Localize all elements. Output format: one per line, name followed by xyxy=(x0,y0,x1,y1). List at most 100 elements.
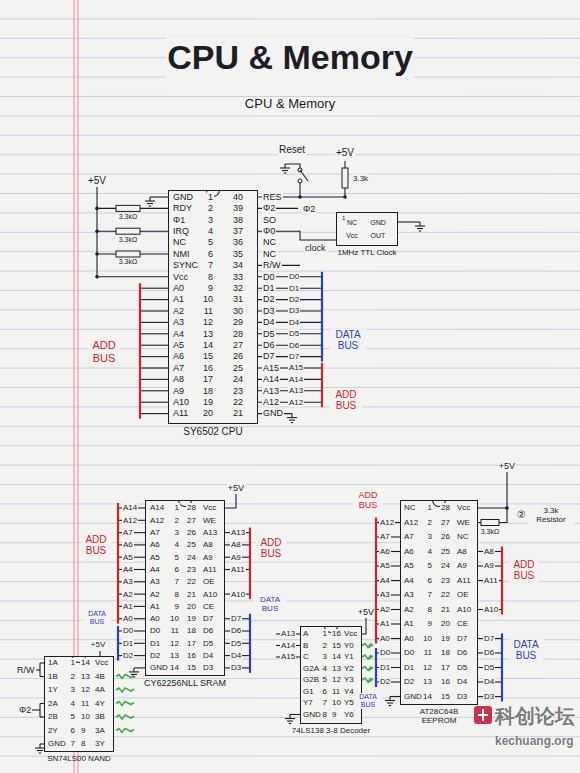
pin-label: 8 xyxy=(80,739,86,748)
pin-label: D1 xyxy=(288,284,300,293)
pin-label: A8 xyxy=(483,547,495,556)
pin-label: A7 xyxy=(172,363,185,373)
watermark-logo-mark xyxy=(478,709,488,721)
pin-label: D1 xyxy=(403,663,415,672)
pin-label: 10 xyxy=(169,614,180,623)
pin-label: 2 xyxy=(322,641,328,650)
pin-label: 24 xyxy=(440,561,451,570)
pin-label: G2A xyxy=(302,664,320,673)
pin-label: A8 xyxy=(172,374,185,384)
pin-label: 15 xyxy=(331,641,342,650)
wire xyxy=(150,196,168,197)
pin-label: A9 xyxy=(483,561,495,570)
pin-label: A8 xyxy=(456,547,468,556)
pin-label: 25 xyxy=(440,547,451,556)
pin-label: 17 xyxy=(440,663,451,672)
wire xyxy=(417,228,423,229)
pin-label: D2 xyxy=(122,651,134,660)
wire xyxy=(134,667,145,668)
pin-label: 12 xyxy=(422,663,433,672)
pin-label: R/W xyxy=(262,260,282,270)
pin-label: A14 xyxy=(262,374,280,384)
wire xyxy=(116,688,134,692)
pin-label: 7 xyxy=(207,260,214,270)
pin-label: 37 xyxy=(232,226,244,236)
wire xyxy=(375,648,377,687)
pin-label: 6 xyxy=(174,565,180,574)
pin-label: 21 xyxy=(232,408,244,418)
pin-label: A7 xyxy=(403,532,415,541)
pin-label: NC xyxy=(262,237,277,247)
pin-label: 14 xyxy=(169,663,180,672)
pin-label: A3 xyxy=(172,317,185,327)
pin-label: GND xyxy=(47,739,67,748)
pin-label: Y7 xyxy=(302,698,314,707)
wire xyxy=(321,272,323,362)
pin-label: NC xyxy=(403,503,417,512)
wire xyxy=(390,696,400,697)
pin-label: NC xyxy=(456,532,470,541)
pin-label: A8 xyxy=(230,540,242,549)
bus-label: DATA BUS xyxy=(354,693,382,709)
pin-label: D7 xyxy=(288,352,300,361)
pin-label: 2 xyxy=(70,672,76,681)
pin-label: 8 xyxy=(322,710,328,719)
pin-label: 3.3k xyxy=(352,174,369,183)
wire xyxy=(289,723,291,724)
pin-label: A6 xyxy=(379,547,391,556)
pin-label: 7 xyxy=(427,590,433,599)
pin-label: 26 xyxy=(440,532,451,541)
pin-label: 3Y xyxy=(94,739,106,748)
pin-label: A6 xyxy=(172,351,185,361)
pin-label: 1Y xyxy=(47,685,59,694)
pin-label: 1 xyxy=(207,192,214,202)
pin-label: D2 xyxy=(379,677,391,686)
wire xyxy=(117,503,119,624)
pin-label: A0 xyxy=(379,634,391,643)
pin-label: GND xyxy=(302,710,322,719)
pin-label: GND xyxy=(403,692,423,701)
pin-label: D6 xyxy=(288,341,300,350)
pin-label: D5 xyxy=(262,329,276,339)
pin-label: 4 xyxy=(174,540,180,549)
pin-label: 15 xyxy=(186,663,197,672)
pin-label: A1 xyxy=(122,602,134,611)
pin-label: 26 xyxy=(232,351,244,361)
wire xyxy=(285,718,295,719)
pin-label: D6 xyxy=(230,626,242,635)
pin-label: D7 xyxy=(456,634,468,643)
wire xyxy=(149,197,150,201)
pin-label: 28 xyxy=(232,329,244,339)
wire xyxy=(398,221,420,222)
pin-label: NMI xyxy=(172,249,191,259)
pin-label: A12 xyxy=(122,516,138,525)
bus-label: 3.3k Resistor xyxy=(528,506,574,524)
pin-label: A2 xyxy=(172,306,185,316)
pin-label: D3 xyxy=(483,692,495,701)
wire xyxy=(225,494,236,508)
pin-label: 4B xyxy=(94,672,106,681)
pin-label: Y6 xyxy=(343,710,355,719)
pin-label: D0 xyxy=(122,626,134,635)
pin-label: OUT xyxy=(370,232,387,240)
pin-label: 9 xyxy=(207,283,214,293)
pin-label: Φ2 xyxy=(18,705,32,715)
pin-label: 36 xyxy=(232,237,244,247)
pin-label: A7 xyxy=(122,528,134,537)
wire xyxy=(291,422,293,423)
pin-label: A3 xyxy=(379,590,391,599)
bus-label: ADD BUS xyxy=(509,559,539,582)
pin-label: +5V xyxy=(87,175,107,187)
wire xyxy=(149,205,151,206)
pin-label: 3 xyxy=(70,685,76,694)
pin-label: 16 xyxy=(440,677,451,686)
wire xyxy=(116,675,134,679)
wire xyxy=(133,668,134,672)
pin-label: 3.3kΩ xyxy=(118,236,138,244)
junction-dot xyxy=(95,252,99,256)
pin-label: 18 xyxy=(440,648,451,657)
wire xyxy=(419,222,420,226)
pin-label: B xyxy=(302,641,309,650)
chip-name: AT28C64B EEPROM xyxy=(408,707,470,725)
pin-label: 20 xyxy=(440,619,451,628)
